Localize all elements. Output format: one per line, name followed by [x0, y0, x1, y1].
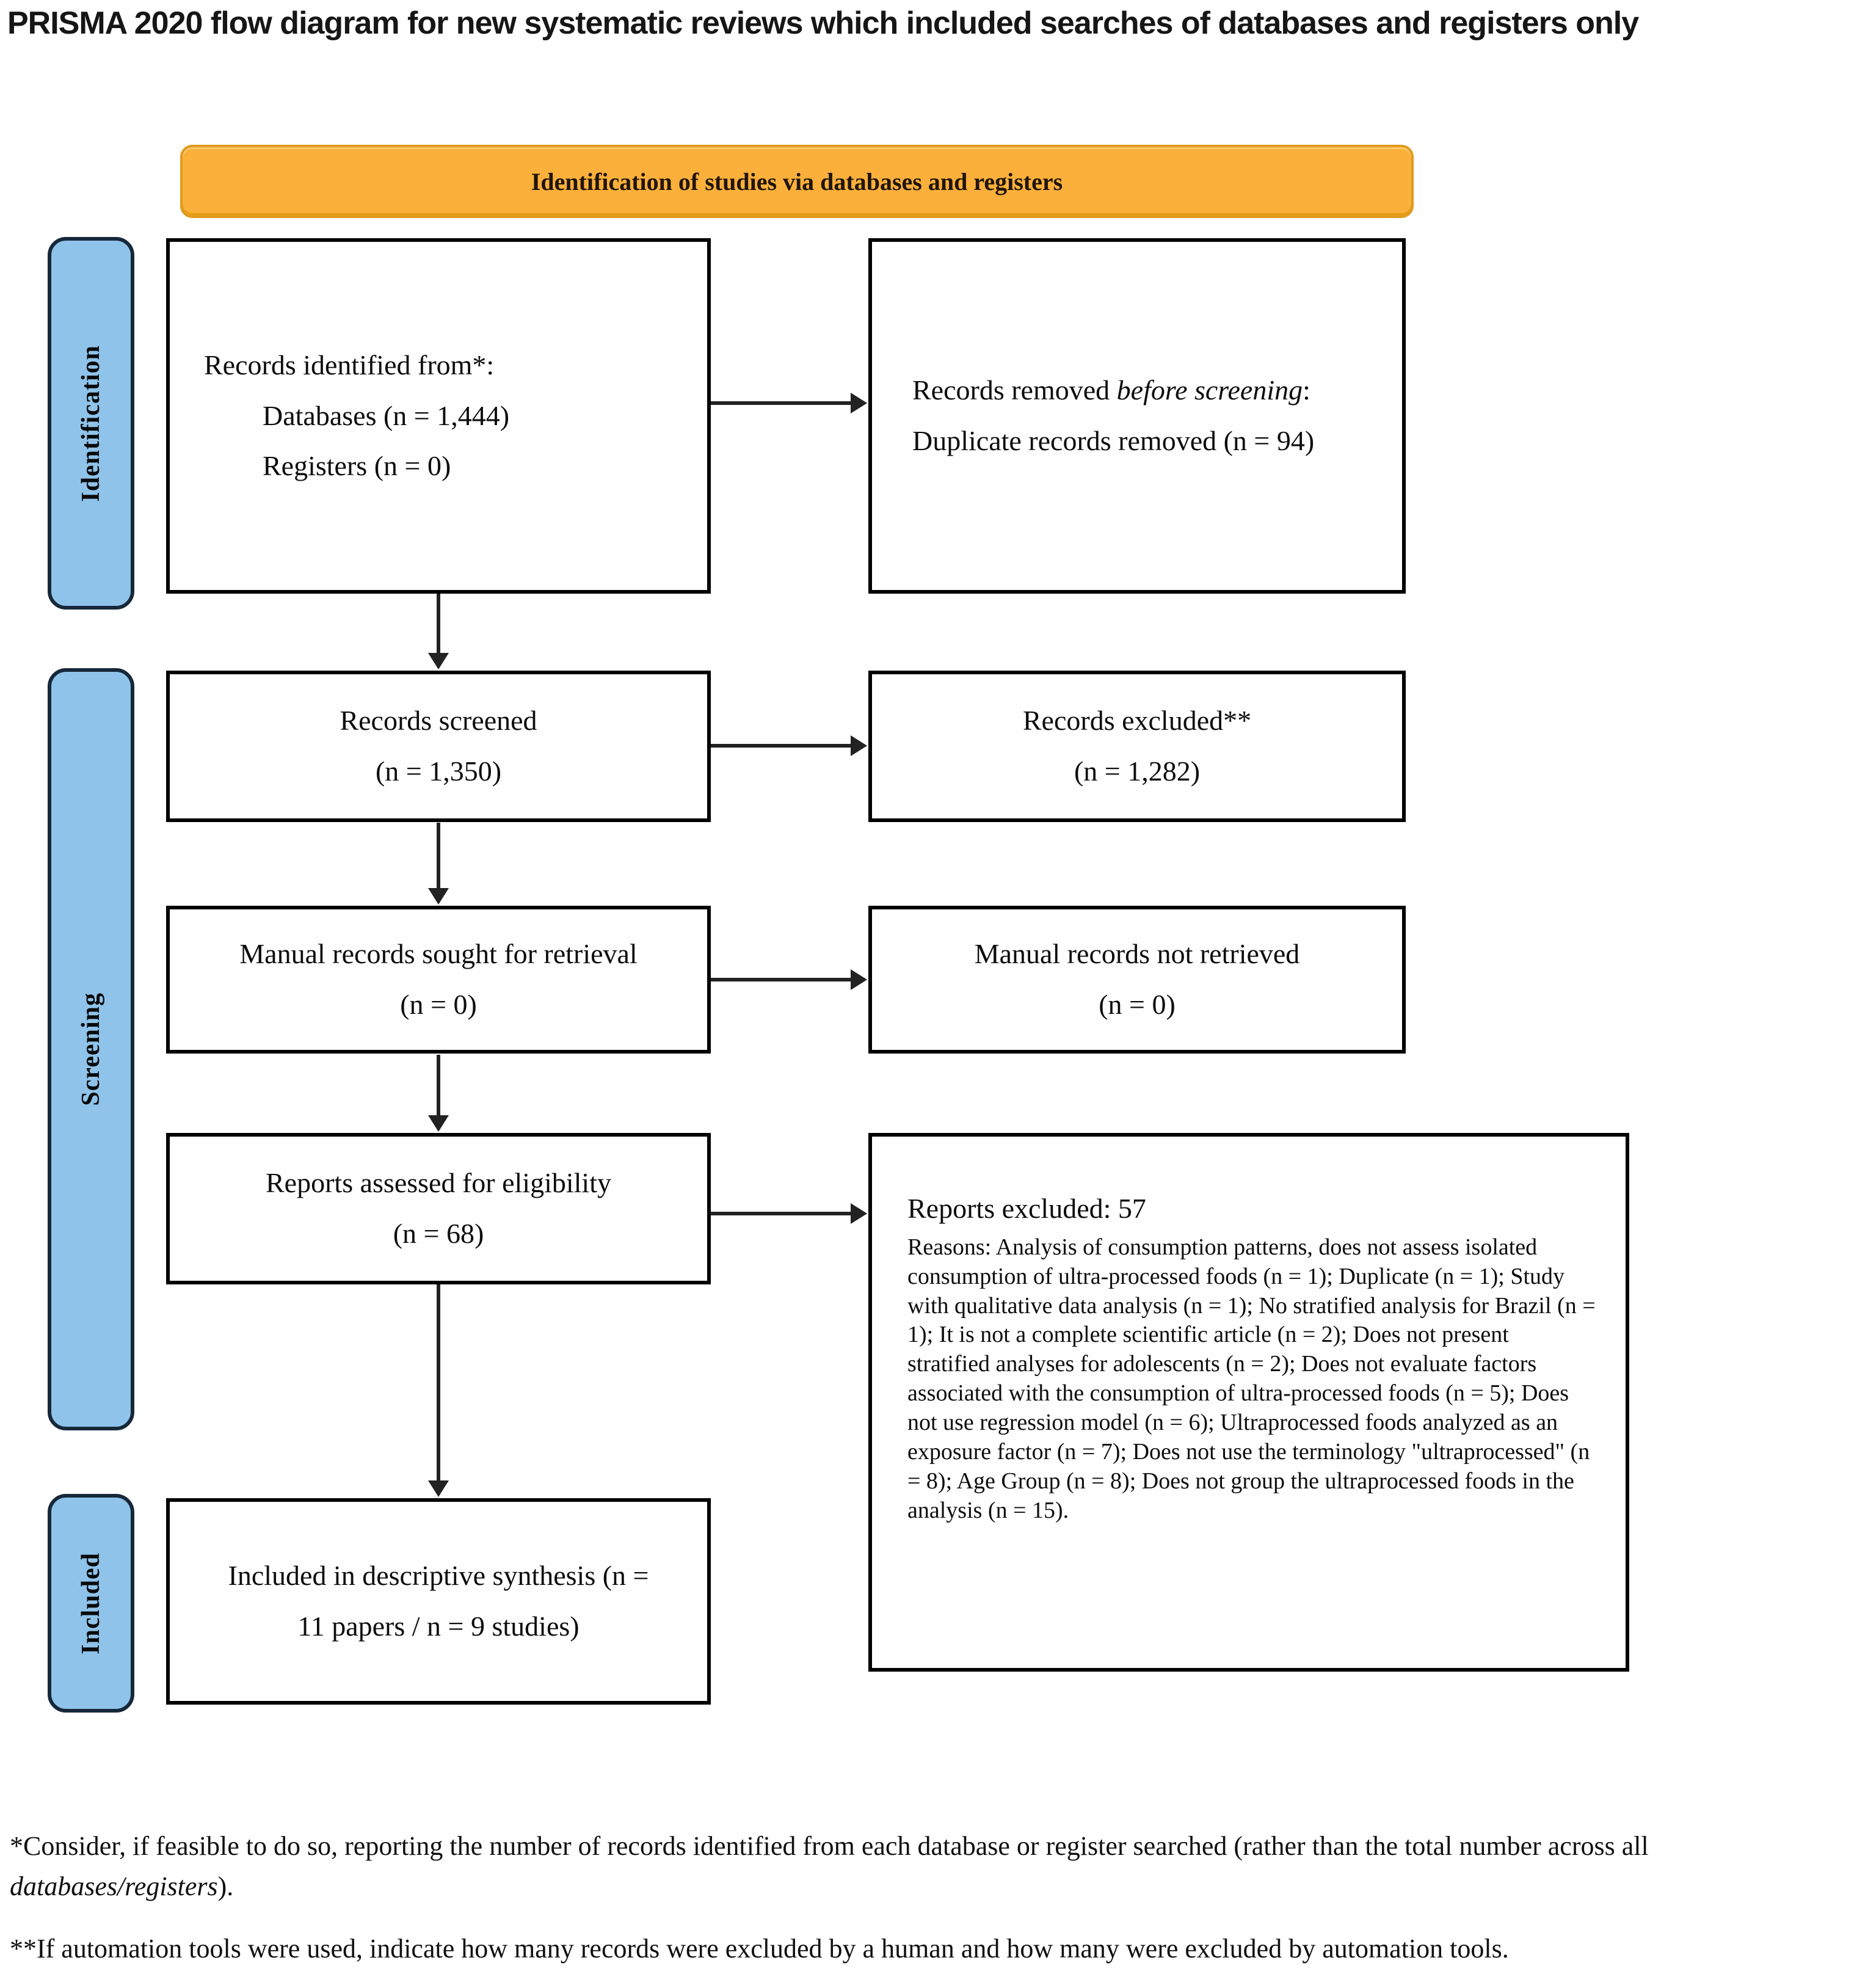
arrow-identified-to-screened: [428, 594, 449, 669]
records-removed-prefix: Records removed: [912, 374, 1117, 406]
records-excluded-line2: (n = 1,282): [1074, 756, 1201, 787]
footnote-asterisk: *Consider, if feasible to do so, reporti…: [10, 1826, 1781, 1907]
box-manual-not-retrieved: Manual records not retrieved (n = 0): [868, 906, 1406, 1054]
phase-screening-label: Screening: [77, 992, 105, 1106]
footnote-asterisk-italic: databases/registers: [10, 1871, 218, 1901]
box-records-removed: Records removed before screening: Duplic…: [868, 238, 1406, 594]
records-removed-suffix: :: [1303, 374, 1310, 406]
page-title: PRISMA 2020 flow diagram for new systema…: [7, 5, 1639, 41]
arrow-identified-to-removed: [711, 393, 867, 413]
reports-assessed-line1: Reports assessed for eligibility: [266, 1167, 611, 1199]
manual-not-retrieved-line1: Manual records not retrieved: [974, 938, 1300, 970]
identification-banner-label: Identification of studies via databases …: [531, 167, 1063, 195]
box-records-identified: Records identified from*: Databases (n =…: [166, 238, 711, 594]
records-removed-line2: Duplicate records removed (n = 94): [912, 425, 1315, 456]
manual-sought-line1: Manual records sought for retrieval: [239, 938, 638, 970]
reports-excluded-reasons: Reasons: Analysis of consumption pattern…: [907, 1234, 1596, 1523]
reports-assessed-line2: (n = 68): [393, 1218, 484, 1249]
box-records-screened: Records screened (n = 1,350): [166, 671, 711, 822]
box-manual-sought: Manual records sought for retrieval (n =…: [166, 906, 711, 1054]
records-removed-italic: before screening: [1116, 374, 1303, 406]
records-identified-line1: Records identified from*:: [204, 349, 495, 380]
records-excluded-line1: Records excluded**: [1022, 705, 1252, 737]
box-reports-excluded: Reports excluded: 57 Reasons: Analysis o…: [868, 1133, 1629, 1672]
records-screened-line1: Records screened: [340, 705, 537, 737]
manual-not-retrieved-line2: (n = 0): [1099, 989, 1176, 1020]
arrow-screened-to-sought: [428, 823, 449, 905]
arrow-assessed-to-excluded: [711, 1203, 867, 1224]
records-identified-line3: Registers (n = 0): [263, 450, 451, 482]
footnote-asterisk-text: *Consider, if feasible to do so, reporti…: [10, 1831, 1649, 1861]
phase-identification: Identification: [48, 237, 134, 610]
arrow-sought-to-not-retrieved: [711, 969, 867, 990]
arrow-screened-to-excluded: [711, 735, 867, 756]
reports-excluded-heading: Reports excluded: 57: [907, 1193, 1146, 1224]
phase-included: Included: [48, 1494, 134, 1713]
included-synthesis-line1: Included in descriptive synthesis (n = 1…: [228, 1560, 649, 1642]
records-identified-line2: Databases (n = 1,444): [263, 399, 510, 431]
phase-screening: Screening: [48, 668, 134, 1430]
arrow-sought-to-assessed: [428, 1055, 449, 1132]
phase-included-label: Included: [77, 1552, 105, 1655]
box-included-synthesis: Included in descriptive synthesis (n = 1…: [166, 1498, 711, 1705]
records-screened-line2: (n = 1,350): [375, 756, 502, 787]
identification-banner: Identification of studies via databases …: [180, 145, 1414, 218]
box-records-excluded: Records excluded** (n = 1,282): [868, 671, 1406, 822]
arrow-assessed-to-included: [428, 1284, 449, 1497]
records-removed-line1: Records removed before screening:: [912, 365, 1310, 416]
footnote-asterisk-suffix: ).: [217, 1871, 234, 1901]
box-reports-assessed: Reports assessed for eligibility (n = 68…: [166, 1133, 711, 1284]
manual-sought-line2: (n = 0): [400, 989, 477, 1020]
footnote-double-asterisk: **If automation tools were used, indicat…: [10, 1934, 1509, 1964]
phase-identification-label: Identification: [77, 344, 105, 502]
